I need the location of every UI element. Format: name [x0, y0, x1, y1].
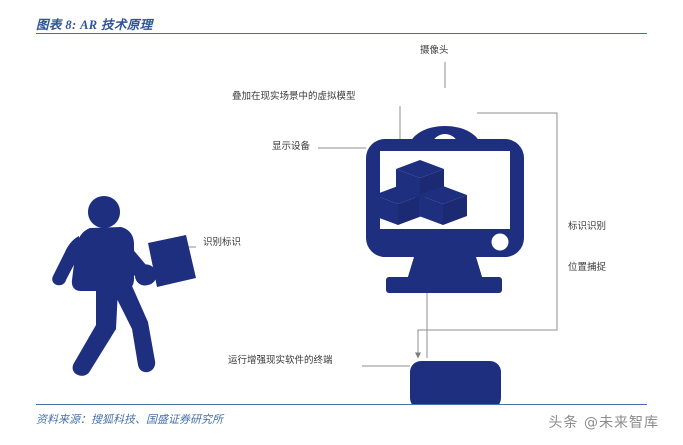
ar-principle-diagram: 摄像头 叠加在现实场景中的虚拟模型 显示设备 识别标识 运行增强现实软件的终端 … [0, 36, 683, 404]
terminal-box [410, 361, 501, 404]
label-overlay-model: 叠加在现实场景中的虚拟模型 [232, 91, 356, 102]
cube-right [419, 186, 467, 225]
marker-card [148, 235, 196, 287]
label-marker-tracking-line2: 位置捕捉 [568, 261, 607, 273]
label-recognition-marker: 识别标识 [203, 237, 242, 248]
virtual-cubes-icon [374, 160, 467, 225]
cube-left [374, 186, 422, 225]
label-display-device: 显示设备 [272, 141, 311, 152]
title-divider [36, 33, 647, 34]
figure-title: 图表 8: AR 技术原理 [36, 18, 153, 32]
diagram-canvas [52, 62, 558, 404]
label-marker-tracking: 标识识别 位置捕捉 [568, 192, 606, 302]
watermark-label: 头条 @未来智库 [548, 415, 659, 431]
label-marker-tracking-line1: 标识识别 [568, 220, 607, 232]
label-terminal: 运行增强现实软件的终端 [228, 355, 333, 366]
label-camera: 摄像头 [420, 45, 449, 56]
source-divider [36, 404, 647, 405]
connector-camera-to-terminal [415, 112, 558, 359]
person-figure [52, 196, 157, 376]
figure-source: 资料来源：搜狐科技、国盛证券研究所 [36, 414, 223, 426]
